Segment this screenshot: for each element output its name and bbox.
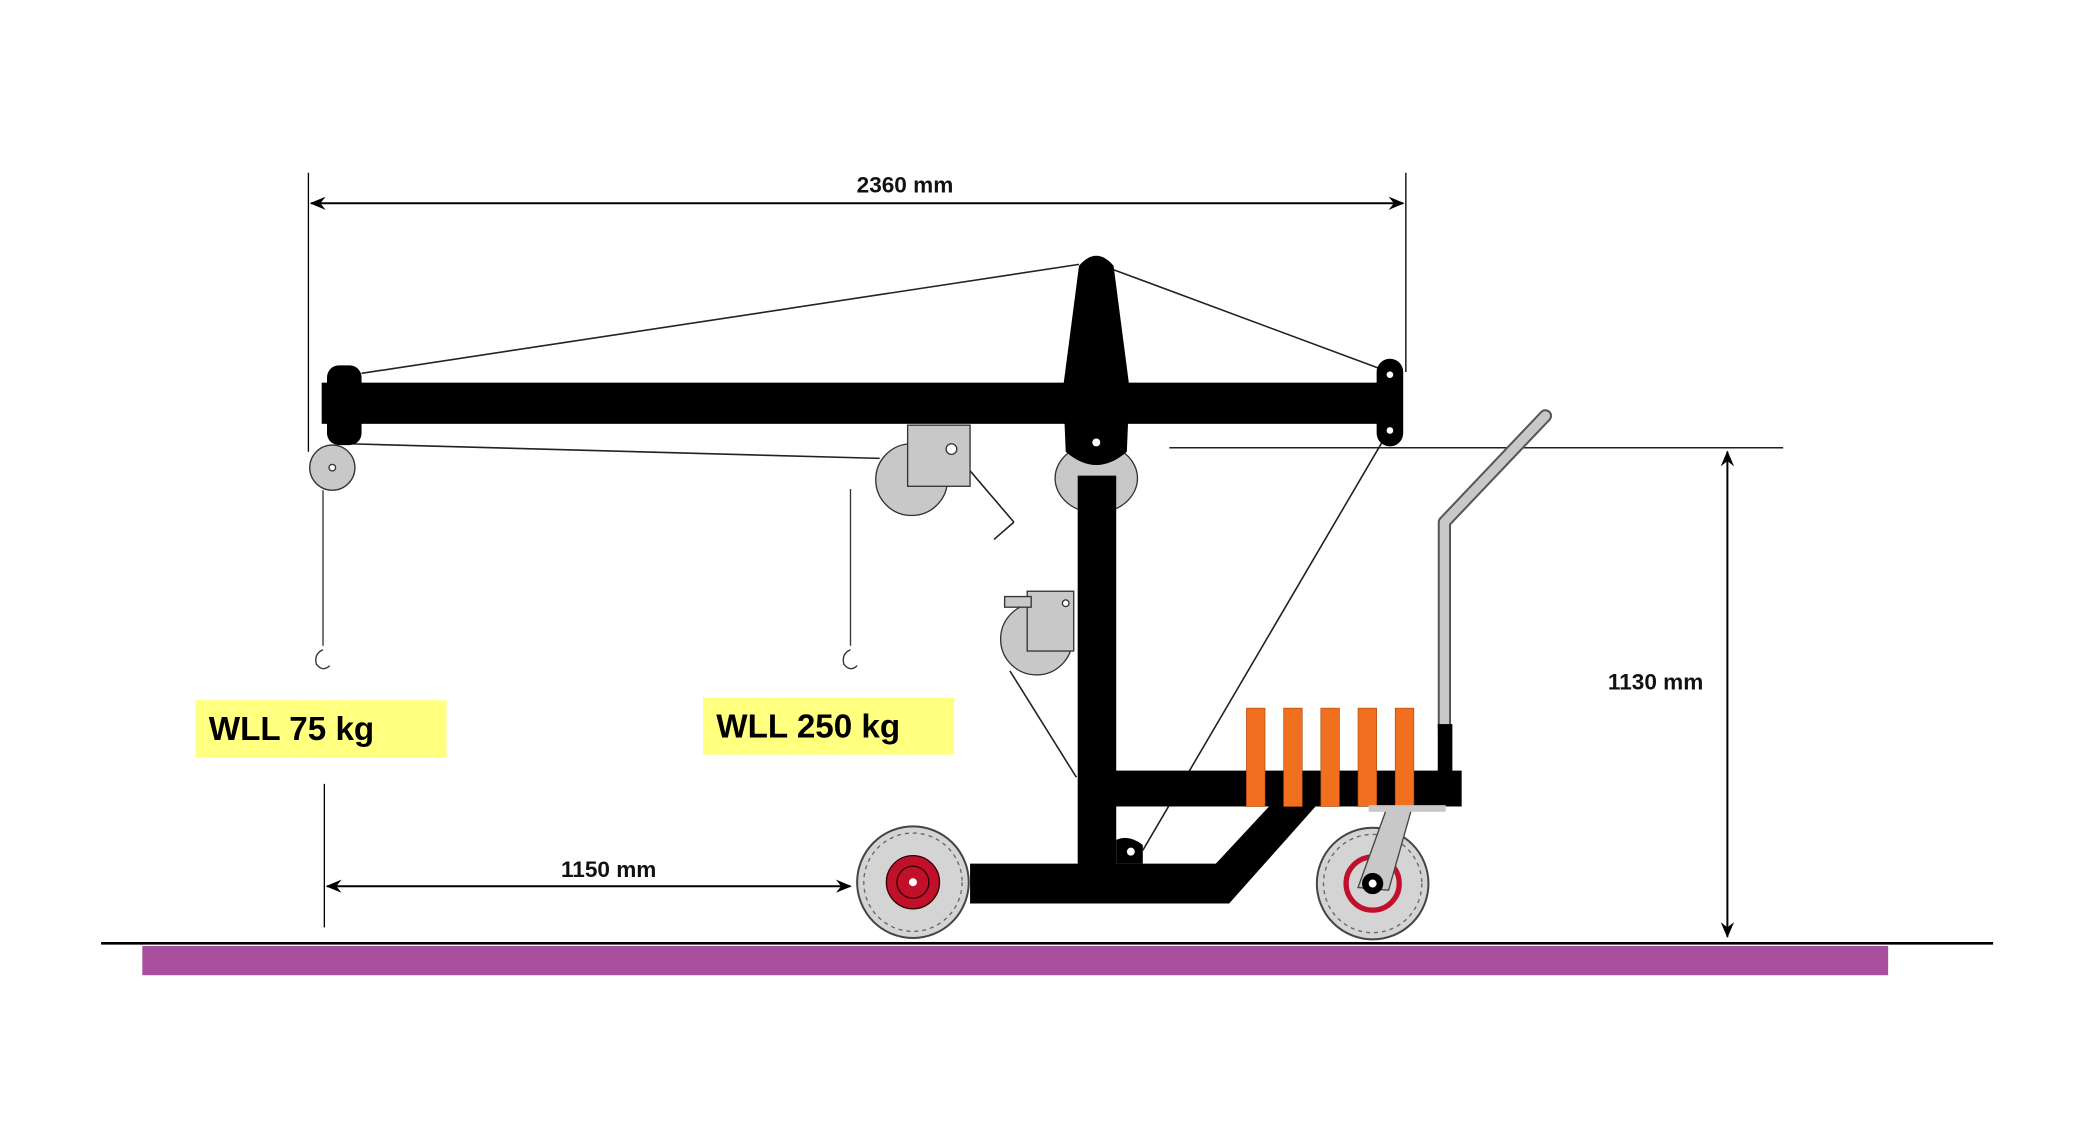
wll-outer-label: WLL 75 kg bbox=[195, 700, 447, 758]
height-dimension: 1130 mm bbox=[1608, 450, 1735, 939]
ground bbox=[101, 942, 1994, 976]
boom bbox=[321, 255, 1404, 466]
reach-label: 1150 mm bbox=[561, 857, 656, 882]
winch-bracket-upper bbox=[906, 424, 971, 487]
rear-caster-wheel bbox=[1315, 805, 1446, 941]
wll-outer-text: WLL 75 kg bbox=[209, 711, 374, 748]
counterweights bbox=[1246, 707, 1415, 807]
hook-inner bbox=[842, 488, 858, 670]
stay-cables bbox=[348, 263, 1784, 851]
height-label: 1130 mm bbox=[1608, 670, 1703, 695]
push-handle bbox=[1437, 409, 1553, 772]
wll-inner-text: WLL 250 kg bbox=[716, 708, 900, 745]
wll-inner-label: WLL 250 kg bbox=[703, 697, 955, 755]
front-wheel bbox=[856, 825, 970, 940]
pulleys bbox=[309, 424, 1139, 676]
reach-dimension: 1150 mm bbox=[323, 783, 852, 928]
hook-outer bbox=[315, 490, 331, 670]
boom-length-label: 2360 mm bbox=[857, 173, 954, 198]
boom-length-dimension: 2360 mm bbox=[307, 173, 1407, 452]
